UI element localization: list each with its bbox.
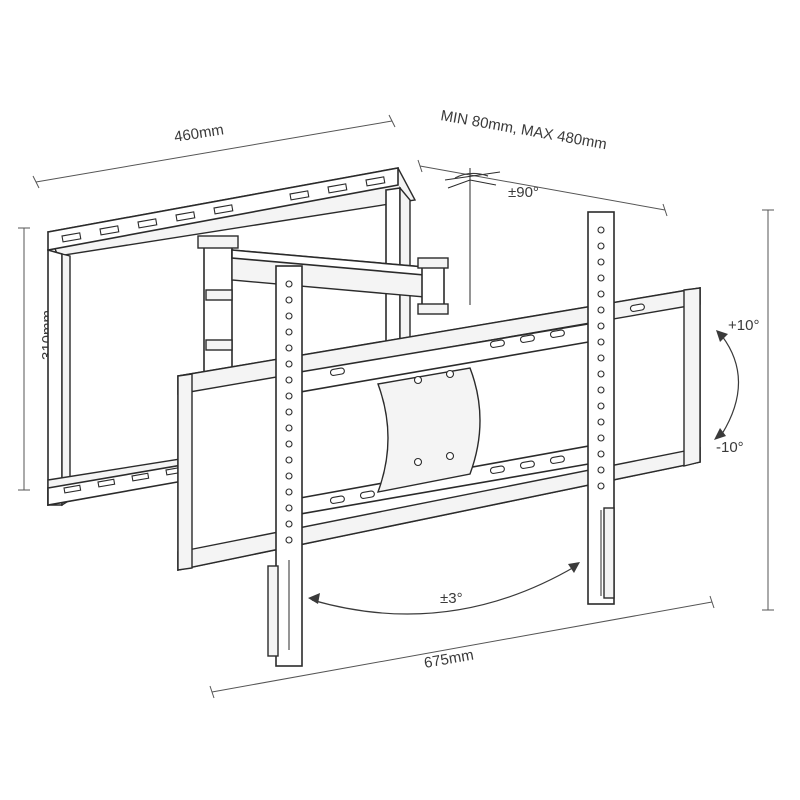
mount-width-label: 675mm — [423, 647, 475, 672]
dimension-wall-plate-width: 460mm — [32, 114, 396, 189]
right-arm-holes — [597, 226, 605, 490]
dimension-mount-height: 430mm — [762, 209, 774, 611]
bracket-bottom-slots — [329, 455, 565, 504]
swivel-angle-label: ±90° — [508, 184, 539, 201]
left-arm-holes — [285, 280, 293, 544]
tilt-down-label: -10° — [716, 439, 744, 456]
rotation-angle-label: ±3° — [440, 590, 463, 607]
swivel-indicator: ±90° — [444, 168, 539, 305]
tilt-indicator: +10° -10° — [714, 317, 759, 456]
left-vertical-tv-arm — [267, 265, 303, 667]
dimension-arm-extension: MIN 80mm, MAX 480mm — [417, 107, 668, 217]
arm-extension-label: MIN 80mm, MAX 480mm — [439, 107, 608, 153]
bracket-top-slots — [329, 303, 645, 376]
tv-bracket-frame — [177, 287, 701, 571]
wall-plate-top-slots — [61, 176, 386, 243]
rotation-indicator: ±3° — [308, 562, 580, 615]
right-vertical-tv-arm — [587, 211, 615, 605]
tilt-up-label: +10° — [728, 317, 759, 334]
center-plate-holes — [413, 369, 455, 467]
wall-plate-width-label: 460mm — [173, 121, 225, 146]
